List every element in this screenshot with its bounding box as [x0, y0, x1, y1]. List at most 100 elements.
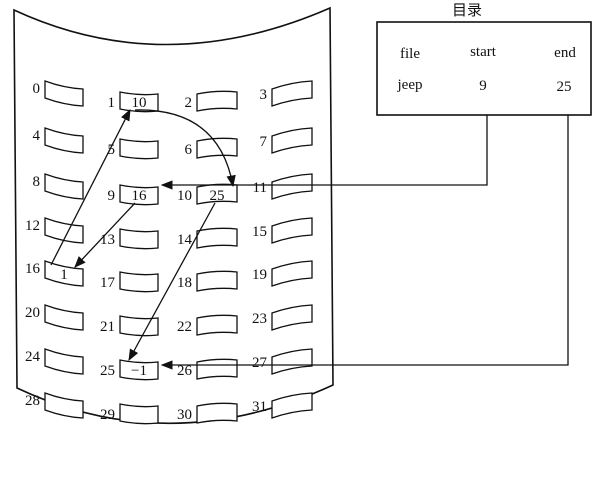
- block-number: 22: [177, 319, 192, 335]
- directory-header-start: start: [470, 44, 497, 60]
- disk-block-5: 5: [108, 138, 159, 160]
- block-frame: [44, 260, 84, 287]
- block-number: 3: [260, 87, 268, 103]
- block-number: 23: [252, 311, 267, 327]
- block-number: 0: [33, 81, 41, 97]
- block-number: 5: [108, 142, 116, 158]
- disk-block-27: 27: [252, 348, 313, 375]
- disk-block-6: 6: [185, 137, 238, 159]
- disk-block-4: 4: [33, 127, 84, 154]
- disk-block-0: 0: [33, 80, 84, 107]
- directory-cell-file: jeep: [397, 77, 423, 93]
- block-number: 16: [25, 261, 41, 277]
- disk-block-23: 23: [252, 304, 313, 331]
- block-frame: [44, 392, 84, 419]
- link-16-to-1: [50, 108, 131, 266]
- disk-block-22: 22: [177, 314, 238, 336]
- disk-block-24: 24: [25, 348, 84, 375]
- disk-block-2: 2: [185, 90, 238, 112]
- block-number: 28: [25, 393, 40, 409]
- block-number: 12: [25, 218, 40, 234]
- block-number: 19: [252, 267, 267, 283]
- block-frame: [196, 358, 238, 380]
- disk-block-18: 18: [177, 270, 238, 292]
- pointer-start-to-block-9: [160, 115, 488, 190]
- block-number: 6: [185, 142, 193, 158]
- disk-block-9: 9 16: [108, 184, 159, 206]
- block-number: 9: [108, 188, 116, 204]
- block-frame: [44, 173, 84, 200]
- block-number: 24: [25, 349, 41, 365]
- block-frame: [271, 260, 313, 287]
- block-frame: [44, 80, 84, 107]
- directory-cell-end: 25: [557, 79, 572, 95]
- directory-box: [376, 21, 592, 116]
- disk-block-29: 29: [100, 403, 159, 425]
- block-pointer-value: 16: [132, 188, 148, 204]
- directory-title: 目录: [452, 1, 482, 19]
- block-number: 4: [33, 128, 41, 144]
- disk-block-26: 26: [177, 358, 238, 380]
- disk-block-31: 31: [252, 392, 313, 419]
- directory-cell-start: 9: [479, 78, 487, 94]
- block-frame: [44, 304, 84, 331]
- block-frame: [196, 314, 238, 336]
- directory-table: 目录 file start end jeep 9 25: [376, 1, 592, 116]
- block-number: 1: [108, 95, 116, 111]
- block-number: 20: [25, 305, 40, 321]
- block-number: 15: [252, 224, 267, 240]
- block-frame: [119, 315, 159, 337]
- block-frame: [119, 228, 159, 250]
- block-number: 31: [252, 399, 267, 415]
- block-pointer-value: −1: [131, 363, 147, 379]
- block-pointer-value: 1: [60, 267, 68, 283]
- block-frame: [196, 270, 238, 292]
- block-frame: [271, 304, 313, 331]
- link-10-to-25: [128, 202, 216, 362]
- block-number: 27: [252, 355, 268, 371]
- block-number: 13: [100, 232, 115, 248]
- disk-block-13: 13: [100, 228, 159, 250]
- disk-block-19: 19: [252, 260, 313, 287]
- pointer-end-to-block-25: [160, 115, 569, 370]
- disk-outline: [13, 6, 334, 425]
- block-frame: [271, 217, 313, 244]
- disk-block-3: 3: [260, 80, 313, 107]
- block-number: 14: [177, 232, 193, 248]
- disk-block-20: 20: [25, 304, 84, 331]
- block-frame: [119, 271, 159, 293]
- block-number: 7: [260, 134, 268, 150]
- disk-block-14: 14: [177, 227, 238, 249]
- disk-block-21: 21: [100, 315, 159, 337]
- block-number: 10: [177, 188, 192, 204]
- disk-block-15: 15: [252, 217, 313, 244]
- disk-block-25: 25 −1: [100, 359, 159, 381]
- block-frame: [271, 127, 313, 154]
- block-frame: [271, 392, 313, 419]
- block-frame: [196, 227, 238, 249]
- block-frame: [271, 173, 313, 200]
- block-frame: [44, 217, 84, 244]
- block-number: 11: [253, 180, 267, 196]
- disk-block-12: 12: [25, 217, 84, 244]
- disk-block-30: 30: [177, 402, 238, 424]
- block-number: 17: [100, 275, 116, 291]
- block-frame: [271, 80, 313, 107]
- disk-block-17: 17: [100, 271, 159, 293]
- block-number: 18: [177, 275, 192, 291]
- block-number: 25: [100, 363, 115, 379]
- disk-block-28: 28: [25, 392, 84, 419]
- disk-block-10: 10 25: [177, 183, 238, 205]
- disk-block-11: 11: [253, 173, 313, 200]
- block-pointer-value: 25: [210, 188, 225, 204]
- block-number: 29: [100, 407, 115, 423]
- directory-header-file: file: [400, 46, 420, 62]
- block-frame: [196, 402, 238, 424]
- disk-block-16: 16 1: [25, 260, 84, 287]
- block-links: [50, 108, 569, 370]
- disk-block-7: 7: [260, 127, 313, 154]
- block-number: 2: [185, 95, 193, 111]
- block-frame: [119, 359, 159, 381]
